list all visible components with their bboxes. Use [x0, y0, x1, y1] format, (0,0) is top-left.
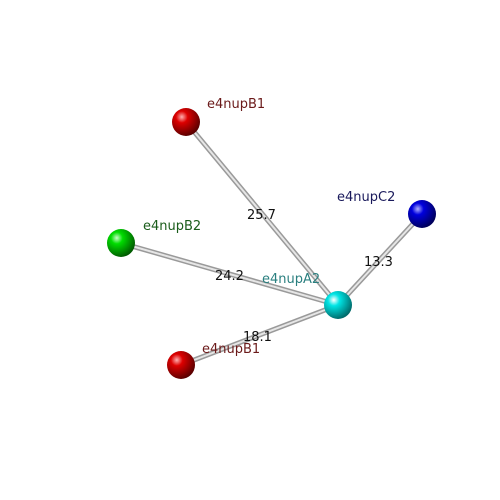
node-b2	[107, 229, 135, 257]
edge-a2-b1b	[178, 302, 341, 368]
node-a2	[324, 291, 352, 319]
edge-label-a2-c2: 13.3	[364, 255, 393, 270]
edge-a2-c2	[335, 211, 425, 308]
edge-a2-b2	[118, 240, 341, 308]
node-label-b2: e4nupB2	[143, 219, 201, 234]
node-label-b1t: e4nupB1	[207, 97, 265, 112]
node-c2	[408, 200, 436, 228]
edge-a2-b1t	[183, 119, 341, 308]
edge-label-a2-b2: 24.2	[215, 269, 244, 284]
edge-label-a2-b1b: 18.1	[243, 330, 272, 345]
node-b1b	[167, 351, 195, 379]
node-label-a2: e4nupA2	[262, 272, 320, 287]
node-label-c2: e4nupC2	[337, 190, 395, 205]
node-label-b1b: e4nupB1	[202, 342, 260, 357]
edge-label-a2-b1t: 25.7	[247, 208, 276, 223]
node-b1t	[172, 108, 200, 136]
